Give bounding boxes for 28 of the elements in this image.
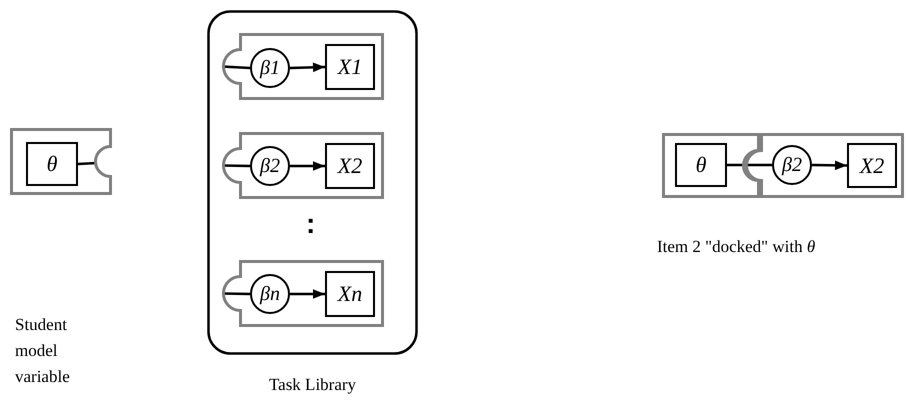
variable-label: X2 (338, 155, 362, 177)
panel-title: Task Library (268, 375, 356, 395)
arrow (290, 161, 325, 171)
variable-box (26, 142, 78, 186)
variable-label: θ (696, 154, 706, 176)
caption: Item 2 "docked" with θ (657, 237, 816, 257)
parameter-circle (772, 145, 812, 185)
variable-box (847, 143, 897, 188)
variable-label: θ (46, 153, 58, 175)
parameter-circle (250, 146, 290, 186)
parameter-label: βn (260, 284, 280, 304)
parameter-label: β2 (260, 156, 280, 176)
arrow (290, 289, 325, 299)
parameter-circle (250, 48, 290, 88)
parameter-circle (250, 274, 290, 314)
variable-label: X2 (860, 154, 884, 176)
variable-box (325, 143, 375, 189)
variable-label: Xn (338, 283, 362, 305)
parameter-label: β1 (260, 58, 280, 78)
caption: Student model variable (15, 314, 71, 388)
variable-box (675, 143, 727, 187)
arrow (290, 62, 326, 72)
variable-box (325, 44, 375, 90)
variable-box (325, 271, 375, 317)
variable-label: X1 (338, 56, 362, 78)
arrow (812, 160, 848, 170)
ellipsis-mark: : (306, 208, 316, 240)
parameter-label: β2 (782, 155, 802, 175)
